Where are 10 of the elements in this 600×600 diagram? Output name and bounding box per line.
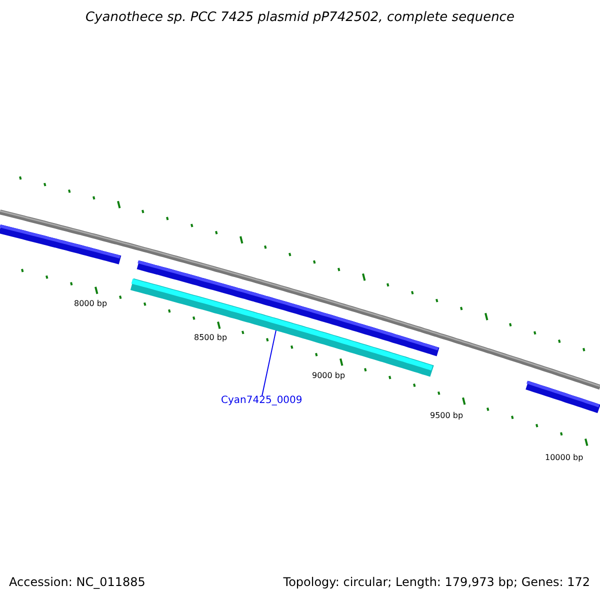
gene-label: Cyan7425_0009 (221, 395, 302, 406)
summary-text: Topology: circular; Length: 179,973 bp; Genes: 172 (283, 575, 590, 589)
scale-label: 9500 bp (430, 411, 464, 420)
scale-label: 9000 bp (312, 371, 346, 380)
scale-label: 10000 bp (545, 453, 584, 462)
accession-text: Accession: NC_011885 (9, 575, 146, 589)
title: Cyanothece sp. PCC 7425 plasmid pP742502, complete sequence (84, 10, 516, 25)
leader-line (262, 330, 276, 396)
scale-label: 8500 bp (194, 333, 228, 342)
scale-label: 8000 bp (74, 299, 108, 308)
